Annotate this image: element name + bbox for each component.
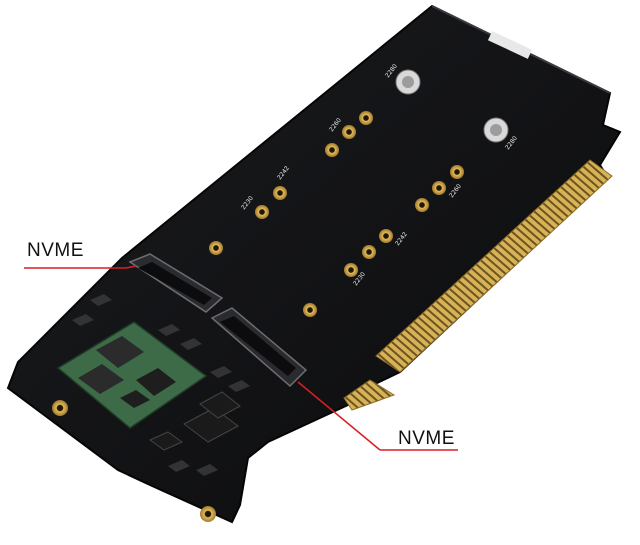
power-module <box>56 321 208 429</box>
barcode-sticker <box>487 31 533 59</box>
standoff-screw-top <box>395 69 421 95</box>
pcb-board <box>6 4 622 524</box>
leader-line-right-diag <box>297 381 381 451</box>
leader-line-left-tip <box>125 265 137 269</box>
nvme-callout-right: NVME <box>398 428 455 449</box>
nvme-callout-left: NVME <box>27 240 84 261</box>
standoff-screw-right <box>483 117 509 143</box>
m2-slot-1 <box>128 253 224 313</box>
pcie-gold-fingers <box>375 159 613 373</box>
callout-leader-lines <box>24 265 458 451</box>
m2-slot-2 <box>210 307 308 388</box>
mounting-holes <box>52 111 464 522</box>
pcie-gold-fingers-lower <box>343 379 396 411</box>
controller-chips <box>72 294 250 476</box>
